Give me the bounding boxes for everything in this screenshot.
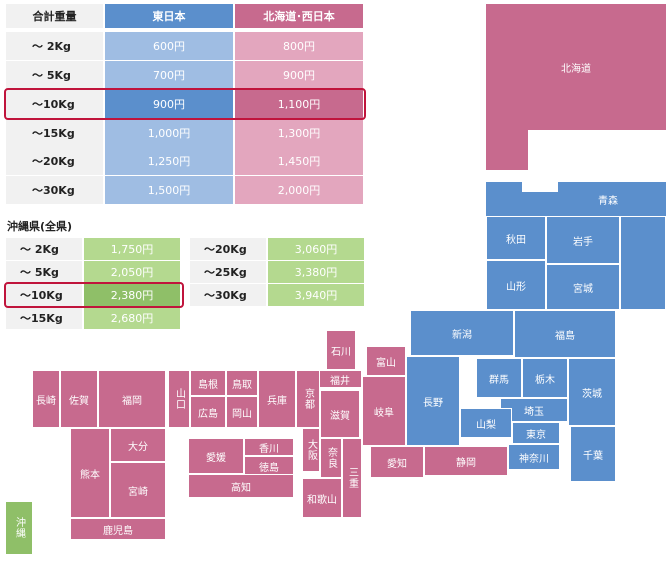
region-gunma: 群馬 — [476, 358, 522, 398]
region-aichi: 愛知 — [370, 446, 424, 478]
okinawa-price: 3,940円 — [268, 284, 364, 306]
row-west-price: 1,450円 — [235, 147, 363, 175]
okinawa-weight: ～ 5Kg — [6, 261, 82, 283]
row-west-price: 900円 — [235, 61, 363, 89]
header-west: 北海道･西日本 — [235, 4, 363, 28]
region-kumamoto: 熊本 — [70, 428, 110, 518]
row-west-price: 2,000円 — [235, 176, 363, 204]
region-shimane: 島根 — [190, 370, 226, 396]
region-nagasaki: 長崎 — [32, 370, 60, 428]
region-gifu: 岐阜 — [362, 376, 406, 446]
row-west-price: 1,300円 — [235, 119, 363, 147]
row-weight: ～ 5Kg — [6, 61, 103, 89]
region-hiroshima: 広島 — [190, 396, 226, 428]
region-okinawa: 沖縄 — [6, 502, 32, 554]
region-mie: 三重 — [342, 438, 362, 518]
okinawa-title: 沖縄県(全県) — [7, 220, 73, 233]
okinawa-weight: ～10Kg — [6, 284, 82, 306]
highlight-okinawa-10kg — [4, 282, 184, 308]
region-aomori: 青森 — [550, 182, 666, 216]
region-saga: 佐賀 — [60, 370, 98, 428]
okinawa-price: 1,750円 — [84, 238, 180, 260]
region-wakayama: 和歌山 — [302, 478, 342, 518]
region-osaka: 大阪 — [302, 428, 320, 472]
region-fukui: 福井 — [318, 370, 362, 388]
region-shiga: 滋賀 — [320, 390, 360, 438]
region-kagoshima: 鹿児島 — [70, 518, 166, 540]
okinawa-price: 2,680円 — [84, 307, 180, 329]
region-fukuoka: 福岡 — [98, 370, 166, 428]
region-tochigi: 栃木 — [522, 358, 568, 398]
okinawa-weight: ～15Kg — [6, 307, 82, 329]
region-hokkaido — [486, 128, 528, 170]
header-weight: 合計重量 — [6, 4, 103, 28]
region-chiba: 千葉 — [570, 426, 616, 482]
region-oita: 大分 — [110, 428, 166, 462]
region-shizuoka: 静岡 — [424, 446, 508, 476]
okinawa-weight: ～25Kg — [190, 261, 266, 283]
region-ibaraki: 茨城 — [568, 358, 616, 426]
region-fukushima: 福島 — [514, 310, 616, 358]
region-miyagi: 宮城 — [546, 264, 620, 310]
region-niigata: 新潟 — [410, 310, 514, 356]
row-east-price: 700円 — [105, 61, 233, 89]
okinawa-weight: ～ 2Kg — [6, 238, 82, 260]
region-hokkaido: 北海道 — [486, 4, 666, 130]
region-yamanashi: 山梨 — [460, 408, 512, 438]
okinawa-price: 2,380円 — [84, 284, 180, 306]
region-kanagawa: 神奈川 — [508, 444, 560, 470]
region-tokyo: 東京 — [512, 422, 560, 444]
row-weight: ～15Kg — [6, 119, 103, 147]
region-hyogo: 兵庫 — [258, 370, 296, 428]
row-weight: ～ 2Kg — [6, 32, 103, 60]
region-toyama: 富山 — [366, 346, 406, 376]
okinawa-price: 3,060円 — [268, 238, 364, 260]
region-miyazaki: 宮崎 — [110, 462, 166, 518]
row-west-price: 800円 — [235, 32, 363, 60]
row-east-price: 600円 — [105, 32, 233, 60]
header-east: 東日本 — [105, 4, 233, 28]
row-weight: ～20Kg — [6, 147, 103, 175]
region-yamagata: 山形 — [486, 260, 546, 310]
row-east-price: 1,250円 — [105, 147, 233, 175]
row-west-price: 1,100円 — [235, 90, 363, 118]
highlight-10kg-row — [4, 88, 366, 120]
region-tottori: 鳥取 — [226, 370, 258, 396]
row-weight: ～30Kg — [6, 176, 103, 204]
row-east-price: 1,500円 — [105, 176, 233, 204]
okinawa-weight: ～30Kg — [190, 284, 266, 306]
region-kochi: 高知 — [188, 474, 294, 498]
row-east-price: 1,000円 — [105, 119, 233, 147]
region-akita: 秋田 — [486, 216, 546, 260]
okinawa-weight: ～20Kg — [190, 238, 266, 260]
map-gap — [522, 180, 558, 192]
region-kagawa: 香川 — [244, 438, 294, 456]
region-tokushima: 徳島 — [244, 456, 294, 476]
row-weight: ～10Kg — [6, 90, 103, 118]
row-east-price: 900円 — [105, 90, 233, 118]
region-iwate-east — [620, 216, 666, 310]
region-yamaguchi: 山口 — [168, 370, 190, 428]
region-nagano: 長野 — [406, 356, 460, 446]
okinawa-price: 2,050円 — [84, 261, 180, 283]
region-okayama: 岡山 — [226, 396, 258, 428]
region-nara: 奈良 — [320, 438, 342, 478]
region-iwate: 岩手 — [546, 216, 620, 264]
region-ehime: 愛媛 — [188, 438, 244, 474]
okinawa-price: 3,380円 — [268, 261, 364, 283]
region-kyoto: 京都 — [296, 370, 320, 428]
region-ishikawa: 石川 — [326, 330, 356, 370]
